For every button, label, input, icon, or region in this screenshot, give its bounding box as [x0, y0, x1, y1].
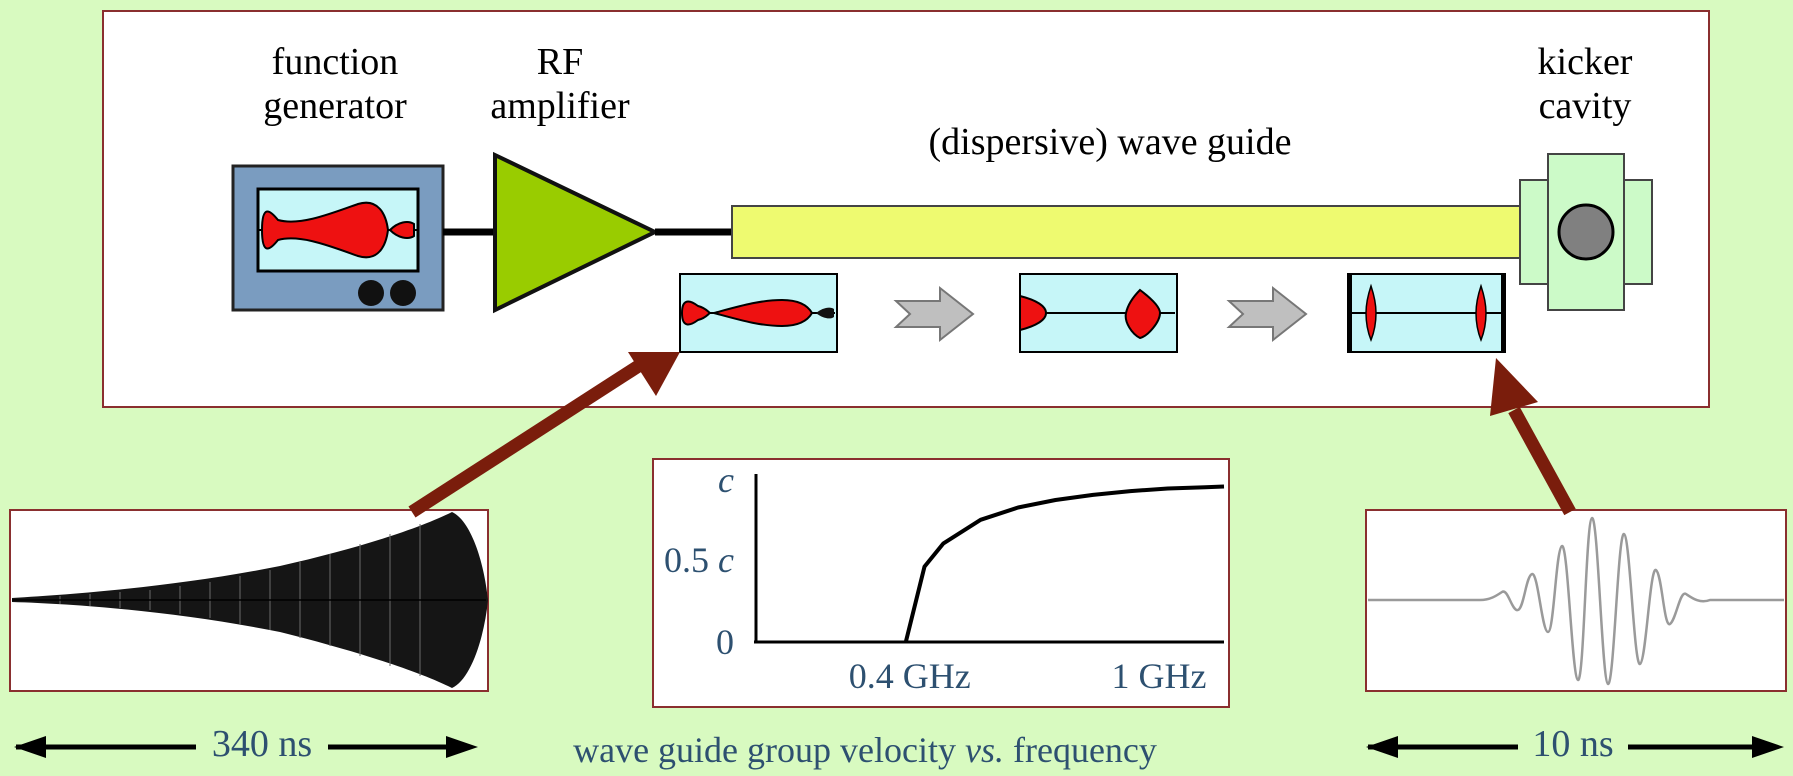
- x-tick-label: 1 GHz: [1112, 656, 1207, 696]
- arrow-right-icon: [893, 285, 975, 343]
- function-generator-label: function generator: [220, 40, 450, 128]
- left-duration-label: 340 ns: [211, 723, 313, 765]
- right-duration-label: 10 ns: [1532, 723, 1614, 765]
- caption-text-2: frequency: [1003, 730, 1157, 770]
- caption-text-1: wave guide group velocity: [573, 730, 965, 770]
- rf-amplifier: [493, 151, 660, 314]
- kicker-cavity-label-line2: cavity: [1538, 85, 1632, 127]
- arrow-head-icon: [628, 352, 680, 396]
- pulse-snapshot-3: [1347, 273, 1506, 353]
- kicker-cavity-label: kicker cavity: [1490, 40, 1680, 128]
- rf-amplifier-label: RF amplifier: [460, 40, 660, 128]
- arrow-head-icon: [1490, 358, 1538, 416]
- x-tick-label: 0.4 GHz: [849, 656, 971, 696]
- long-pulse-waveform: [9, 509, 489, 692]
- arrow-left-icon: [1366, 736, 1398, 758]
- wave-guide: [731, 205, 1523, 259]
- pulse-snapshot-1: [679, 273, 838, 353]
- function-generator-label-line2: generator: [263, 85, 407, 127]
- arrow-to-snapshot-1: [408, 359, 644, 518]
- knob-icon: [390, 280, 416, 306]
- short-pulse-waveform: [1365, 509, 1787, 692]
- arrow-right-icon: [1752, 736, 1784, 758]
- group-velocity-chart: 0 0.5 c c 0.4 GHz 1 GHz: [652, 458, 1230, 708]
- kicker-cavity: [1519, 153, 1653, 311]
- y-tick-label: c: [718, 460, 734, 500]
- y-tick-label: 0.5 c: [664, 540, 734, 580]
- pulse-snapshot-2: [1019, 273, 1178, 353]
- arrow-right-icon: [1226, 285, 1308, 343]
- chart-svg: 0 0.5 c c 0.4 GHz 1 GHz: [664, 460, 1225, 696]
- rf-amplifier-label-line1: RF: [536, 41, 584, 83]
- function-generator: [231, 164, 445, 312]
- function-generator-label-line1: function: [271, 41, 399, 83]
- rf-amplifier-label-line2: amplifier: [490, 85, 630, 127]
- caption-text-vs: vs.: [964, 730, 1004, 770]
- arrow-to-snapshot-3: [1508, 406, 1576, 516]
- arrow-right-icon: [446, 736, 478, 758]
- group-velocity-curve: [903, 484, 1225, 643]
- chart-caption: wave guide group velocity vs. frequency: [560, 728, 1170, 772]
- y-tick-label: 0: [716, 622, 734, 662]
- kicker-cavity-label-line1: kicker: [1537, 41, 1633, 83]
- arrow-left-icon: [14, 736, 46, 758]
- knob-icon: [358, 280, 384, 306]
- wave-guide-label: (dispersive) wave guide: [928, 121, 1292, 163]
